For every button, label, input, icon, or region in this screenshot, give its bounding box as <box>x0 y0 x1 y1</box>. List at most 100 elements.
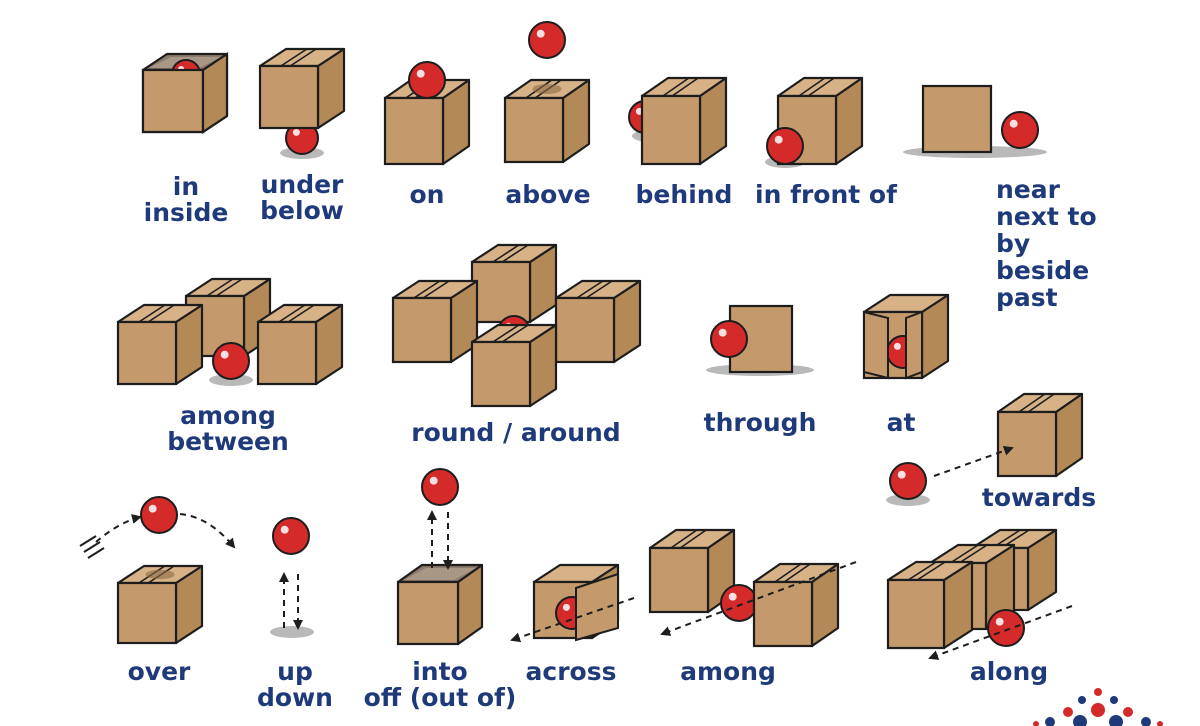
box-front <box>554 296 616 364</box>
arrow-along <box>928 605 1073 660</box>
box-front <box>116 320 178 386</box>
ball-body <box>710 320 748 358</box>
box-at-flap-right <box>905 310 923 380</box>
box-tape <box>501 244 529 263</box>
ball-into <box>421 468 459 506</box>
box-tape <box>783 563 811 583</box>
box-among-back-row3 <box>648 528 736 614</box>
box-tape <box>280 48 308 67</box>
ball-highlight <box>718 328 727 337</box>
box-front <box>258 64 320 130</box>
logo-dot <box>1073 715 1087 726</box>
ball-highlight <box>893 342 901 350</box>
ball-highlight <box>148 504 157 513</box>
ball-highlight <box>429 476 438 485</box>
box-tape <box>492 244 520 263</box>
box-among-right <box>256 303 344 386</box>
box-in-side <box>201 51 229 135</box>
logo-dot <box>1063 707 1073 717</box>
ball-body <box>720 584 758 622</box>
box-in-front <box>141 68 205 134</box>
box-front <box>648 546 710 614</box>
box-tape <box>1018 393 1046 413</box>
box-front <box>886 578 946 650</box>
box-tape <box>1027 393 1055 413</box>
ball-on <box>408 61 446 99</box>
box-tape <box>949 544 979 564</box>
label-through: through <box>703 408 817 437</box>
box-on <box>383 78 471 166</box>
box-tape <box>958 544 988 564</box>
logo-dot <box>1141 717 1151 726</box>
ball-body <box>408 61 446 99</box>
logo-dot <box>1094 688 1102 696</box>
box-tape <box>576 280 604 299</box>
box-tape <box>585 280 613 299</box>
label-at: at <box>886 408 916 437</box>
logo-dot <box>1157 721 1163 726</box>
arrow-over-out <box>179 513 236 549</box>
ball-above <box>528 21 566 59</box>
box-tape <box>492 324 520 343</box>
ball-among-between <box>212 342 250 380</box>
logo-dot <box>1033 721 1039 726</box>
arrow-tail-icon <box>79 535 105 559</box>
arrow-towards <box>933 445 1014 477</box>
box-towards <box>996 392 1084 478</box>
arrow-over-in <box>95 514 142 543</box>
label-towards: towards <box>981 483 1097 512</box>
box-tape <box>215 278 243 297</box>
box-tape <box>147 304 175 323</box>
box-tape <box>807 77 835 97</box>
box-tape <box>774 563 802 583</box>
box-front <box>391 296 453 364</box>
ball-body <box>889 462 927 500</box>
box-among-front-row3 <box>752 562 840 648</box>
ball-up-down <box>272 517 310 555</box>
box-front <box>640 94 702 166</box>
front-layer <box>212 127 1025 648</box>
ball-highlight <box>774 135 783 144</box>
box-tape <box>289 48 317 67</box>
ball-towards <box>889 462 927 500</box>
ball-body <box>987 609 1025 647</box>
box-tape <box>138 304 166 323</box>
box-tape <box>916 561 946 581</box>
box-tape <box>798 77 826 97</box>
box-top-shadow <box>145 569 175 580</box>
ball-body <box>766 127 804 165</box>
box-above <box>503 78 591 164</box>
logo-dot <box>1078 696 1086 704</box>
box-around-left <box>391 279 479 364</box>
logo-dot <box>1045 717 1055 726</box>
ball-body <box>1001 111 1039 149</box>
label-above: above <box>505 180 591 209</box>
box-among-left <box>116 303 204 386</box>
box-into <box>396 563 484 646</box>
box-opening <box>404 568 476 580</box>
box-around-front <box>470 323 558 408</box>
panel-near <box>921 84 993 154</box>
shadow-up-down <box>270 626 314 638</box>
box-behind <box>640 76 728 166</box>
box-tape <box>413 280 441 299</box>
box-under <box>258 47 346 130</box>
label-in-front-of: in front of <box>755 180 897 209</box>
box-across-flap <box>575 572 619 642</box>
ball-highlight <box>728 592 737 601</box>
box-tape <box>907 561 937 581</box>
ball-near <box>1001 111 1039 149</box>
box-along-1 <box>886 560 974 650</box>
label-among-row3: among <box>680 657 776 686</box>
ball-body <box>140 496 178 534</box>
label-on: on <box>409 180 445 209</box>
box-top-shadow <box>532 83 562 95</box>
box-at-flap-left <box>863 310 889 380</box>
ball-along <box>987 609 1025 647</box>
ball-body <box>212 342 250 380</box>
label-round-around: round / around <box>411 418 621 447</box>
ball-body <box>272 517 310 555</box>
